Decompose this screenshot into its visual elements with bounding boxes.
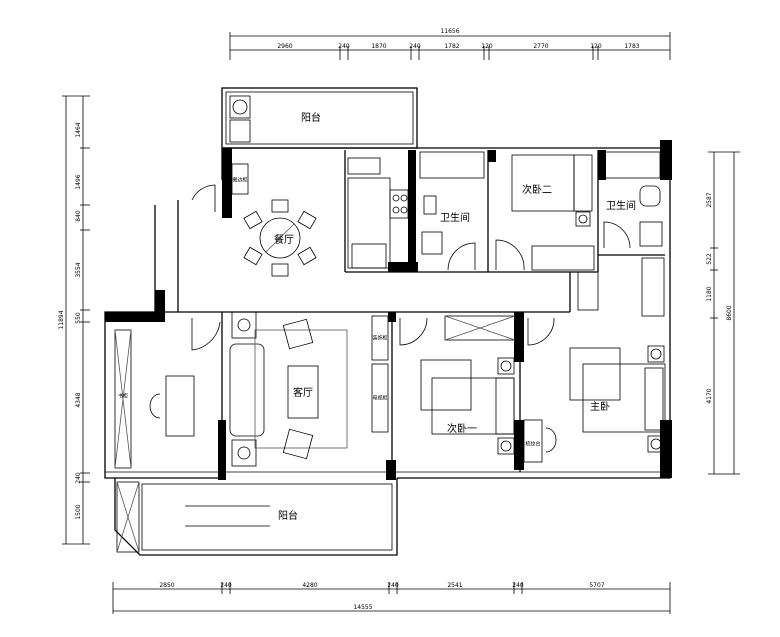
dimension-left: 1464 1496 840 3554 550 4348 240 1500 118… [58,95,90,545]
dim-bottom: 240 [220,582,232,589]
dimension-right: 2587 522 1180 4170 8600 [706,151,740,475]
room-label-living: 客厅 [293,386,313,399]
room-label-balcony-top: 阳台 [301,111,321,124]
dim-left: 240 [75,472,82,484]
room-label-bedroom-1: 次卧一 [447,422,477,435]
dim-bottom: 240 [387,582,399,589]
dim-right: 4170 [706,388,713,403]
dim-top: 120 [481,43,493,50]
dim-top: 1783 [624,43,639,50]
dim-top-total: 11656 [440,28,459,35]
dim-right: 1180 [706,286,713,301]
dim-right: 522 [706,253,713,265]
dim-bottom: 2541 [447,582,462,589]
dim-top: 2960 [277,43,292,50]
room-label-bathroom-1: 卫生间 [440,211,470,224]
furniture-label-bookcase: 书柜 [118,393,128,400]
dim-left-total: 11894 [58,310,65,329]
dim-bottom: 4280 [302,582,317,589]
dim-bottom: 5707 [589,582,604,589]
room-labels: 阳台 餐厅 卫生间 次卧二 卫生间 客厅 次卧一 主卧 阳台 书柜 餐边柜 装饰… [118,111,636,522]
room-label-bedroom-2: 次卧二 [522,183,552,196]
dim-bottom: 2850 [159,582,174,589]
walls [104,87,672,556]
room-label-master-bedroom: 主卧 [590,400,610,413]
dim-left: 1464 [75,122,82,137]
dim-right-total: 8600 [726,305,733,320]
dim-top: 1870 [371,43,386,50]
dim-left: 840 [75,210,82,222]
dim-left: 4348 [75,392,82,407]
dim-left: 1496 [75,174,82,189]
furniture-label-decor-cabinet: 装饰柜 [372,335,387,342]
dimension-bottom: 2850 240 4280 240 2541 240 5707 14555 [112,582,671,614]
furniture-label-sideboard: 餐边柜 [232,177,247,184]
furniture [114,95,666,553]
dim-top: 1782 [444,43,459,50]
furniture-label-dresser: 梳妆台 [525,441,540,448]
room-label-balcony-bottom: 阳台 [278,509,298,522]
dim-left: 1500 [75,504,82,519]
doors [191,184,631,351]
dimension-top: 11656 2960 240 1870 240 1782 120 2770 12… [229,28,671,60]
dim-left: 550 [75,312,82,324]
furniture-label-tv-cabinet: 电视柜 [372,395,387,402]
dim-bottom-total: 14555 [353,604,372,611]
dim-bottom: 240 [512,582,524,589]
dim-right: 2587 [706,192,713,207]
dim-top: 240 [409,43,421,50]
dim-top: 240 [338,43,350,50]
dim-top: 120 [590,43,602,50]
room-label-bathroom-2: 卫生间 [606,199,636,212]
dim-left: 3554 [75,262,82,277]
dim-top: 2770 [533,43,548,50]
room-label-dining: 餐厅 [274,233,294,246]
